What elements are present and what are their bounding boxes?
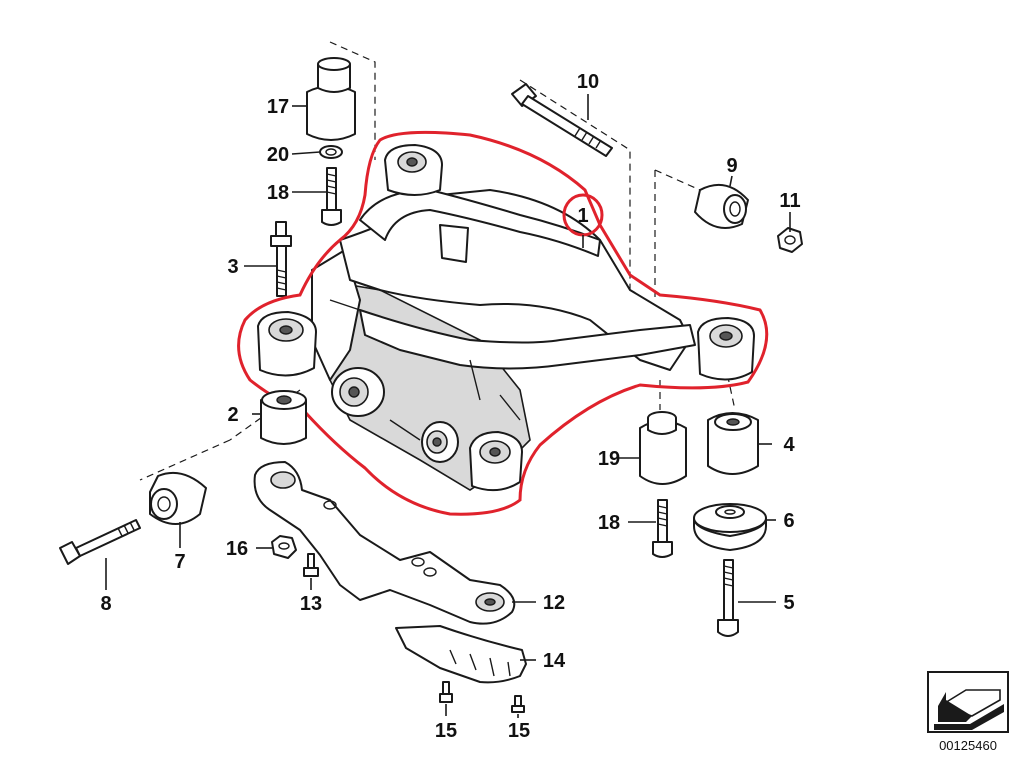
callout-18-lower: 18 xyxy=(598,512,620,534)
callout-12: 12 xyxy=(543,592,565,614)
part-5-screw[interactable] xyxy=(717,559,739,637)
callout-4: 4 xyxy=(783,434,795,456)
part-1-highlight-outline xyxy=(237,130,769,516)
part-15-screw-left[interactable] xyxy=(439,681,453,703)
part-1-axle-carrier[interactable] xyxy=(257,144,755,492)
callout-labels: 1 2 3 4 5 6 7 8 9 10 11 12 13 14 15 15 1… xyxy=(100,71,800,742)
part-9-bushing[interactable] xyxy=(694,183,749,229)
part-11-nut[interactable] xyxy=(777,227,803,253)
part-8-bolt[interactable] xyxy=(59,519,141,565)
part-13-screw[interactable] xyxy=(303,553,319,577)
callout-10: 10 xyxy=(577,71,599,93)
callout-8: 8 xyxy=(100,593,111,615)
part-6-support-plate[interactable] xyxy=(693,503,767,551)
callout-2: 2 xyxy=(227,404,238,426)
callout-3: 3 xyxy=(227,256,238,278)
catalog-number: 00125460 xyxy=(939,738,997,753)
part-3-bolt[interactable] xyxy=(270,221,292,297)
view-direction-arrow-icon xyxy=(927,671,1009,733)
part-15-screw-right[interactable] xyxy=(511,695,525,713)
part-2-bushing[interactable] xyxy=(260,390,307,445)
callout-11: 11 xyxy=(779,190,800,212)
part-16-nut[interactable] xyxy=(271,535,297,559)
part-7-bushing[interactable] xyxy=(149,472,207,525)
part-20-washer[interactable] xyxy=(319,145,343,159)
part-4-bushing[interactable] xyxy=(707,412,759,475)
part-12-support-bracket[interactable] xyxy=(253,461,516,625)
part-18-screw-upper[interactable] xyxy=(321,167,342,226)
callout-9: 9 xyxy=(726,155,737,177)
callout-18-upper: 18 xyxy=(267,182,289,204)
callout-7: 7 xyxy=(174,551,185,573)
callout-13: 13 xyxy=(300,593,322,615)
callout-17: 17 xyxy=(267,96,289,118)
part-19-bushing[interactable] xyxy=(639,411,687,485)
callout-16: 16 xyxy=(226,538,248,560)
callout-6: 6 xyxy=(783,510,794,532)
callout-1: 1 xyxy=(577,205,588,227)
part-10-bolt[interactable] xyxy=(511,83,613,157)
callout-5: 5 xyxy=(783,592,794,614)
callout-15-left: 15 xyxy=(435,720,457,742)
part-17-bushing[interactable] xyxy=(306,57,356,141)
callout-19: 19 xyxy=(598,448,620,470)
callout-14: 14 xyxy=(543,650,566,672)
callout-15-right: 15 xyxy=(508,720,530,742)
part-18-screw-lower[interactable] xyxy=(652,499,673,558)
part-14-guard[interactable] xyxy=(395,625,527,684)
callout-20: 20 xyxy=(267,144,289,166)
leader-lines xyxy=(105,94,791,718)
